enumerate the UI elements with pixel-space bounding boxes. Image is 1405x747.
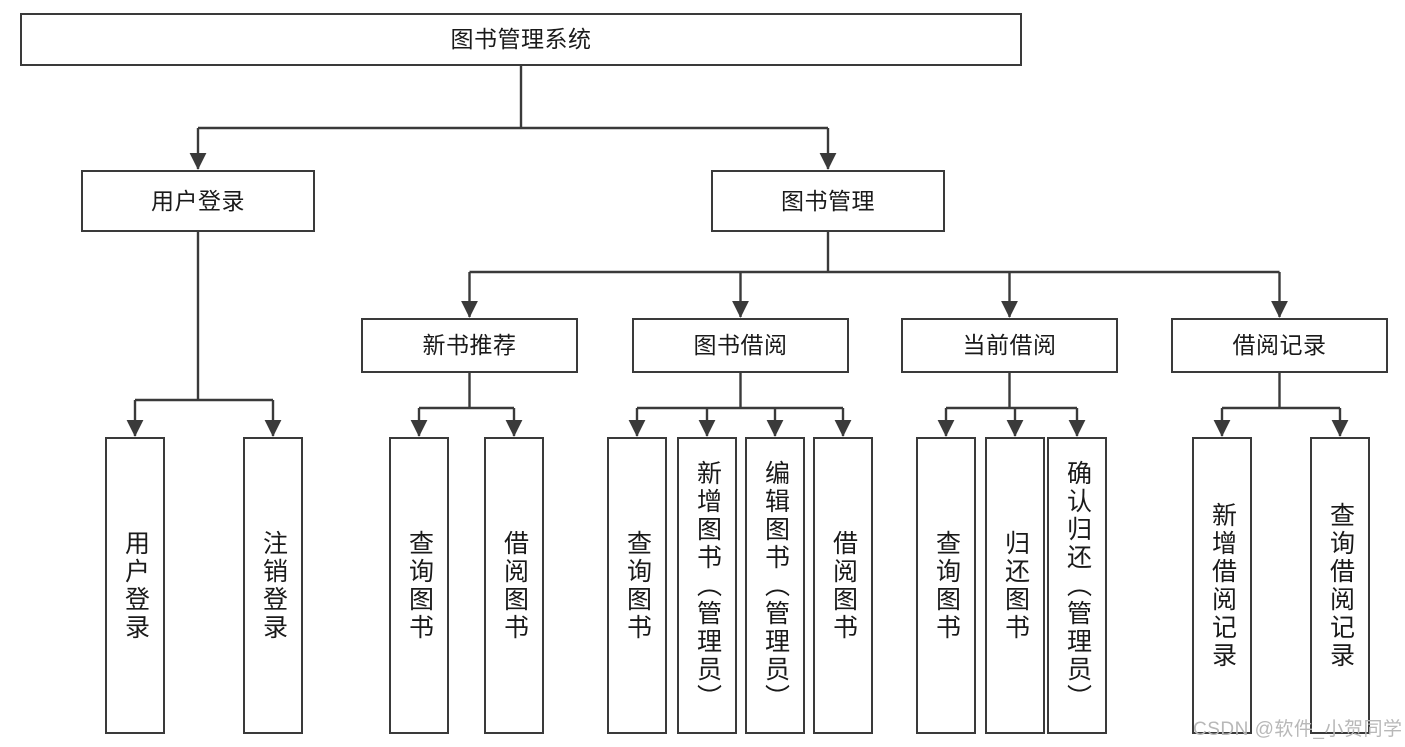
node-label: 新增借阅记录: [1208, 501, 1237, 670]
node-label: 借阅图书: [829, 529, 858, 642]
node-label: 用户登录: [121, 529, 150, 642]
leaf-query-book-recommend[interactable]: 查询图书: [389, 437, 449, 734]
node-label: 查询图书: [623, 529, 652, 642]
leaf-add-borrow-record[interactable]: 新增借阅记录: [1192, 437, 1252, 734]
node-new-book-recommend[interactable]: 新书推荐: [361, 318, 578, 373]
node-label: 归还图书: [1001, 529, 1030, 642]
node-current-borrow[interactable]: 当前借阅: [901, 318, 1118, 373]
csdn-watermark: CSDN @软件_小贺同学: [1193, 719, 1403, 740]
leaf-add-book-admin[interactable]: 新增图书（管理员）: [677, 437, 737, 734]
leaf-borrow-book-recommend[interactable]: 借阅图书: [484, 437, 544, 734]
node-label: 图书管理: [781, 187, 875, 214]
node-label: 图书借阅: [693, 332, 788, 359]
leaf-confirm-return-admin[interactable]: 确认归还（管理员）: [1047, 437, 1107, 734]
node-label: 编辑图书（管理员）: [761, 459, 790, 712]
node-label: 查询借阅记录: [1326, 501, 1355, 670]
node-borrow-record[interactable]: 借阅记录: [1171, 318, 1388, 373]
node-label: 图书管理系统: [450, 26, 592, 53]
leaf-logout[interactable]: 注销登录: [243, 437, 303, 734]
node-label: 注销登录: [259, 529, 288, 642]
node-label: 查询图书: [932, 529, 961, 642]
node-user-login[interactable]: 用户登录: [81, 170, 315, 232]
node-root[interactable]: 图书管理系统: [20, 13, 1022, 66]
node-label: 新书推荐: [422, 332, 517, 359]
leaf-query-book-current[interactable]: 查询图书: [916, 437, 976, 734]
node-label: 新增图书（管理员）: [693, 459, 722, 712]
node-label: 查询图书: [405, 529, 434, 642]
leaf-return-book[interactable]: 归还图书: [985, 437, 1045, 734]
node-label: 当前借阅: [962, 332, 1057, 359]
leaf-borrow-book[interactable]: 借阅图书: [813, 437, 873, 734]
node-label: 用户登录: [151, 187, 245, 214]
node-label: 借阅图书: [500, 529, 529, 642]
node-book-management[interactable]: 图书管理: [711, 170, 945, 232]
leaf-edit-book-admin[interactable]: 编辑图书（管理员）: [745, 437, 805, 734]
leaf-query-borrow-record[interactable]: 查询借阅记录: [1310, 437, 1370, 734]
leaf-query-book-borrow[interactable]: 查询图书: [607, 437, 667, 734]
node-book-borrow[interactable]: 图书借阅: [632, 318, 849, 373]
node-label: 确认归还（管理员）: [1063, 459, 1092, 712]
node-label: 借阅记录: [1232, 332, 1327, 359]
leaf-user-login[interactable]: 用户登录: [105, 437, 165, 734]
